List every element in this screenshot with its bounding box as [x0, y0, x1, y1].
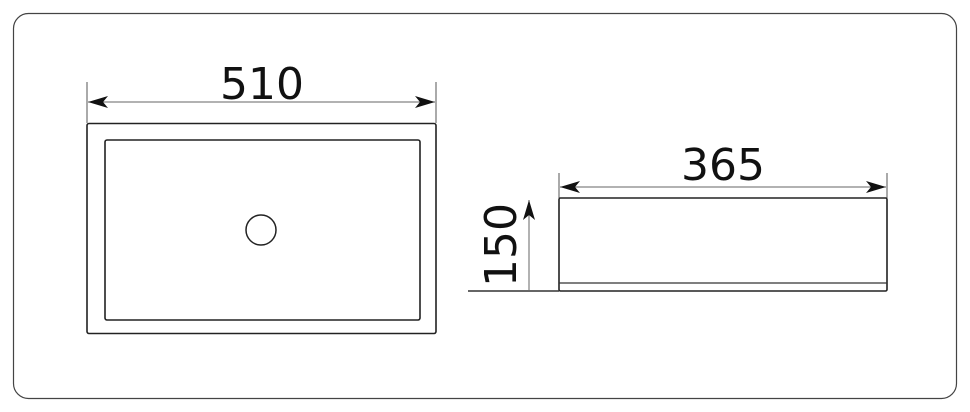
top-view: 510 [86, 59, 437, 335]
drain-hole [245, 214, 277, 246]
basin-inner-bowl [104, 139, 421, 321]
width-dimension-label: 510 [220, 59, 304, 110]
basin-side-profile [558, 197, 888, 292]
side-width-dimension-label: 365 [681, 140, 765, 191]
drawing-frame [12, 12, 958, 400]
basin-outer-rim [86, 122, 437, 335]
side-view: 365 150 [468, 140, 888, 292]
height-dimension-label: 150 [476, 203, 527, 287]
